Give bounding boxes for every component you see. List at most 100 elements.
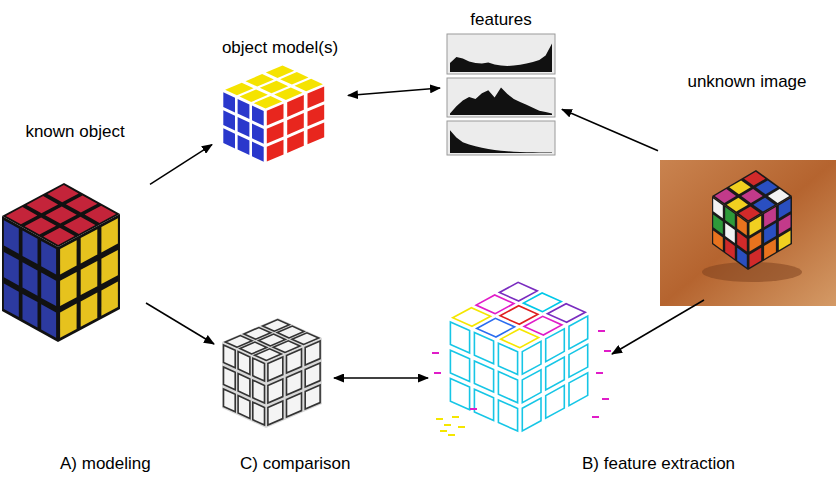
cube-sticker	[569, 344, 588, 377]
cube-sticker	[287, 371, 302, 395]
cube-face	[748, 196, 792, 270]
cube-sticker	[238, 352, 250, 375]
edge-speck	[604, 350, 611, 352]
cube-face	[222, 342, 266, 428]
cube-sticker	[287, 131, 304, 153]
cube-sticker	[737, 232, 747, 252]
cube-sticker	[268, 401, 283, 425]
cube-sticker	[66, 196, 98, 213]
cube-sticker	[60, 240, 77, 274]
cube-sticker	[287, 349, 302, 373]
histogram-curve	[450, 44, 552, 73]
modeling-arrow	[146, 303, 214, 344]
cube-sticker	[224, 345, 236, 368]
cube-sticker	[41, 241, 56, 275]
edge-speck	[470, 408, 477, 410]
cube-drawing	[222, 64, 326, 164]
cube-sticker	[744, 172, 765, 186]
cube-sticker	[224, 367, 236, 390]
cube-sticker	[238, 99, 250, 119]
cube-sticker	[246, 74, 274, 87]
edge-speck	[452, 416, 459, 418]
cube-sticker	[225, 83, 253, 96]
cube-sticker	[252, 142, 264, 162]
stage-label: C) comparison	[240, 454, 351, 474]
edge-speck	[432, 352, 439, 354]
histogram-panel	[447, 78, 555, 117]
cube-sticker	[522, 398, 541, 431]
cube-sticker	[4, 284, 19, 318]
cube-sticker	[498, 400, 517, 431]
cube-face	[222, 90, 265, 164]
histogram-curve	[450, 88, 552, 116]
cube-sticker	[223, 128, 235, 148]
cube-sticker	[453, 308, 491, 327]
connector-arrow	[562, 109, 658, 150]
panel-heading: known object	[0, 120, 150, 142]
panel-heading: unknown image	[658, 70, 836, 92]
edge-speck	[592, 416, 599, 418]
image-panel: object model(s)	[212, 36, 348, 166]
cube-sticker	[4, 220, 19, 254]
cube-sticker	[729, 180, 750, 194]
cube-sticker	[450, 379, 469, 410]
cube-sticker	[23, 262, 38, 296]
cube-sticker	[253, 358, 265, 381]
cube-sticker	[252, 106, 264, 126]
cube-drawing	[2, 183, 120, 342]
cube-drawing	[450, 282, 587, 431]
cube-sticker	[522, 370, 541, 403]
cube-sticker	[266, 65, 294, 78]
cube-sticker	[305, 341, 320, 365]
cube-sticker	[713, 231, 723, 251]
cube-sticker	[101, 282, 118, 316]
panel-heading: features	[440, 8, 562, 30]
cube-sticker	[224, 389, 236, 412]
cube-sticker	[779, 199, 791, 219]
edge-speck	[434, 372, 441, 374]
cube-sticker	[498, 372, 517, 403]
cube-sticker	[45, 207, 76, 224]
cube-sticker	[60, 272, 77, 306]
cube-sticker	[4, 252, 19, 286]
cube-sticker	[750, 248, 762, 268]
cube-sticker	[750, 216, 762, 236]
edge-speck	[598, 330, 605, 332]
edge-speck	[436, 418, 443, 420]
cube-sticker	[238, 135, 250, 155]
cube-sticker	[450, 322, 469, 353]
cube-sticker	[267, 122, 284, 144]
cube-sticker	[779, 215, 791, 235]
cube-sticker	[725, 207, 735, 227]
edge-speck	[596, 372, 603, 374]
stage-label: B) feature extraction	[582, 454, 735, 474]
cube-sticker	[474, 389, 493, 420]
edge-speck	[448, 434, 455, 436]
photo-background	[660, 160, 836, 306]
cube-face	[58, 214, 120, 342]
stage-label: A) modeling	[60, 454, 151, 474]
cube-sticker	[308, 122, 325, 144]
cube-sticker	[756, 180, 777, 194]
cube-sticker	[750, 232, 762, 252]
edge-speck	[444, 424, 451, 426]
cube-sticker	[41, 273, 56, 307]
cube-sticker	[252, 124, 264, 144]
image-panel: unknown image	[658, 70, 836, 308]
edge-speck	[458, 426, 465, 428]
image-panel: features	[440, 8, 562, 158]
histogram-panel	[447, 121, 555, 155]
cube-sticker	[713, 215, 723, 235]
cube-drawing	[712, 170, 792, 270]
cube-sticker	[546, 357, 565, 390]
histogram-panel	[447, 34, 555, 74]
cube-sticker	[764, 223, 776, 243]
cube-sticker	[47, 185, 78, 202]
panel-heading: object model(s)	[212, 36, 348, 58]
cube-sticker	[569, 373, 588, 406]
cube-sticker	[287, 95, 304, 117]
cube-sticker	[476, 295, 514, 314]
cube-sticker	[764, 239, 776, 259]
cube-sticker	[308, 104, 325, 126]
